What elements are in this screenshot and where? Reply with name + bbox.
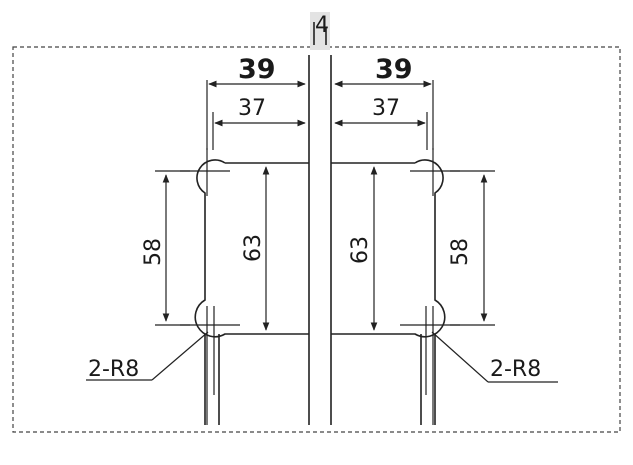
right-dim-39: 39 [375,54,413,85]
right-radius-leader [431,331,489,383]
left-radius-note: 2-R8 [88,357,139,382]
left-dim-39: 39 [238,54,276,85]
right-dim-63: 63 [348,236,373,264]
left-dim-63: 63 [241,234,266,262]
left-dim-37: 37 [238,96,266,121]
gap-label: 4 [315,13,329,38]
center-gap: 4 [308,12,332,425]
right-dim-37: 37 [372,96,400,121]
left-cutout [155,80,309,425]
right-radius-note: 2-R8 [490,357,541,382]
right-dim-58: 58 [448,238,473,266]
left-radius-leader [151,331,209,381]
left-dim-58: 58 [141,238,166,266]
right-cutout [331,80,495,425]
